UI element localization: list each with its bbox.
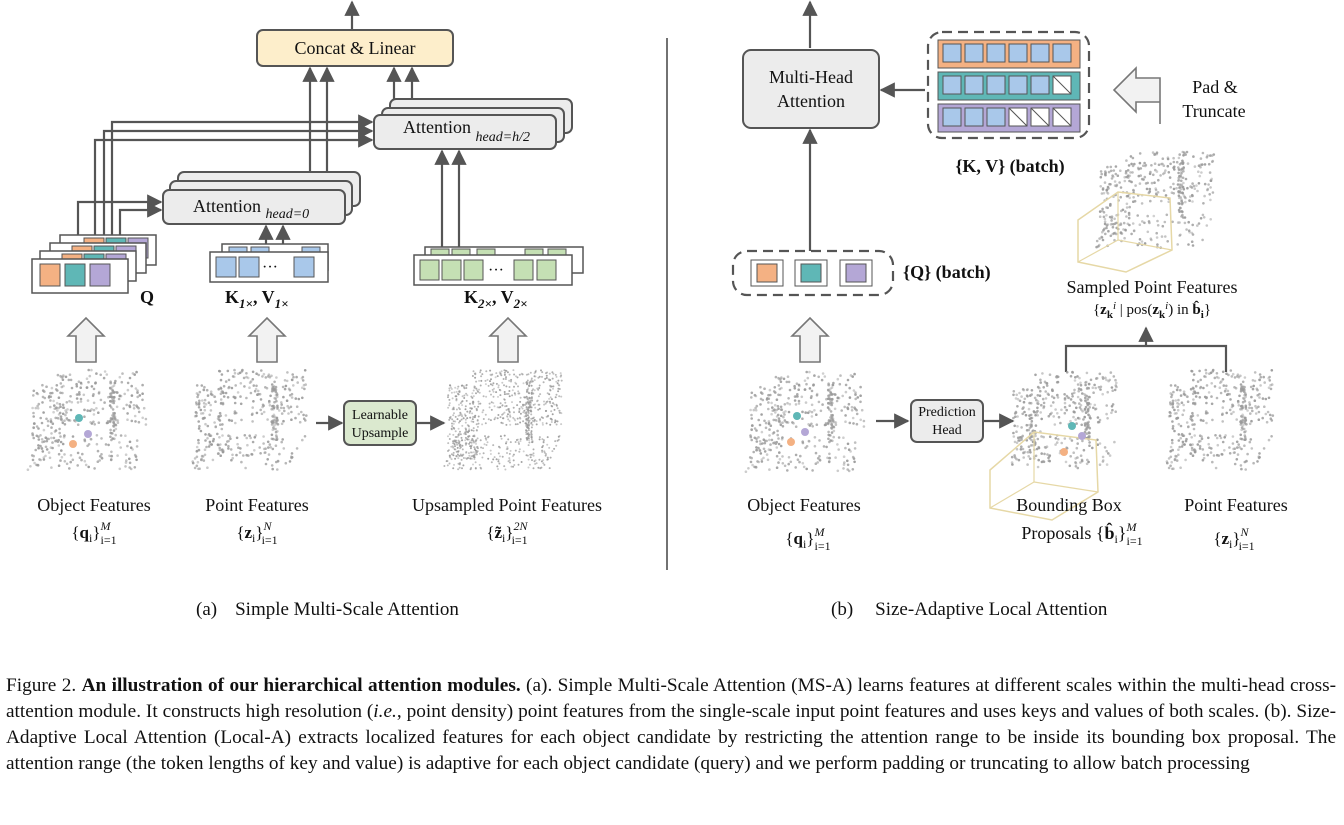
caption-prefix: Figure 2. bbox=[6, 675, 77, 696]
attention-head0-box bbox=[162, 189, 346, 225]
svg-text:Head: Head bbox=[932, 423, 962, 438]
upsampled-point-cloud bbox=[443, 369, 563, 471]
kv-batch-label: {K, V} (batch) bbox=[955, 156, 1064, 177]
caption-part1: (a). Simple Multi-Scale Attention (MS-A)… bbox=[6, 675, 1337, 722]
multi-head-attention-box bbox=[742, 49, 880, 129]
svg-text:Learnable: Learnable bbox=[352, 408, 408, 423]
caption-italic: i.e. bbox=[373, 701, 397, 722]
sampled-point-cloud bbox=[1095, 150, 1216, 249]
bbox-label-1: Bounding Box bbox=[1016, 495, 1122, 515]
q-batch-label: {Q} (batch) bbox=[903, 262, 991, 283]
caption-bold: An illustration of our hierarchical atte… bbox=[81, 675, 521, 696]
q-label: Q bbox=[140, 287, 154, 307]
panel-b-caption: (b)Size-Adaptive Local Attention bbox=[831, 599, 1108, 620]
concat-linear-label: Concat & Linear bbox=[295, 38, 416, 58]
k1v1-label: K1×, V1× bbox=[225, 287, 289, 311]
sampled-features-math: {zki | pos(zki) in b̂i} bbox=[1093, 300, 1211, 321]
panel-a: Concat & Linear Attention head=0 Attenti… bbox=[26, 0, 602, 620]
k1v1-token-stack: ··· bbox=[209, 243, 329, 283]
bbox-point-cloud bbox=[1010, 370, 1118, 470]
k2v2-label: K2×, V2× bbox=[464, 287, 528, 311]
sampled-features-label: Sampled Point Features bbox=[1067, 277, 1238, 297]
svg-text:Upsample: Upsample bbox=[352, 426, 409, 441]
svg-text:···: ··· bbox=[488, 262, 504, 279]
svg-text:Attention: Attention bbox=[777, 91, 845, 111]
upsampled-features-label: Upsampled Point Features bbox=[412, 495, 602, 515]
up-arrow-q bbox=[66, 316, 106, 363]
point-cloud-b bbox=[1165, 368, 1275, 471]
figure-2-diagram: Concat & Linear Attention head=0 Attenti… bbox=[26, 0, 1288, 620]
object-point-cloud-b bbox=[744, 370, 866, 474]
object-features-label-a: Object Features bbox=[37, 495, 150, 515]
svg-text:Pad &: Pad & bbox=[1192, 77, 1238, 97]
concat-linear-box bbox=[256, 29, 454, 67]
object-features-label-b: Object Features bbox=[747, 495, 860, 515]
up-arrow-q-b bbox=[790, 316, 830, 363]
svg-text:Truncate: Truncate bbox=[1182, 101, 1245, 121]
attention-head0-label: Attention head=0 bbox=[193, 196, 309, 222]
point-features-label-b: Point Features bbox=[1184, 495, 1288, 515]
k2v2-token-stack: ··· bbox=[413, 246, 584, 286]
caption-part2: , point density) point features from the… bbox=[6, 701, 1336, 774]
object-point-cloud-a bbox=[26, 368, 148, 472]
panel-a-caption: (a)Simple Multi-Scale Attention bbox=[196, 599, 459, 620]
svg-text:···: ··· bbox=[262, 259, 278, 276]
kv-batch-container bbox=[926, 30, 1091, 140]
kv-batch-rows bbox=[937, 39, 1081, 133]
svg-text:Multi-Head: Multi-Head bbox=[769, 67, 853, 87]
panel-b: Multi-Head Attention bbox=[731, 0, 1288, 620]
attention-headh2-box bbox=[373, 114, 557, 150]
attention-headh2-label: Attention head=h/2 bbox=[403, 117, 530, 145]
q-token-stack bbox=[31, 234, 157, 294]
q-batch-container bbox=[731, 249, 895, 297]
figure-caption: Figure 2. An illustration of our hierarc… bbox=[6, 673, 1336, 777]
svg-text:Prediction: Prediction bbox=[918, 405, 976, 420]
point-features-label-a: Point Features bbox=[205, 495, 309, 515]
up-arrow-k1 bbox=[247, 316, 287, 363]
up-arrow-k2 bbox=[488, 316, 528, 363]
input-point-cloud-a bbox=[191, 368, 308, 471]
